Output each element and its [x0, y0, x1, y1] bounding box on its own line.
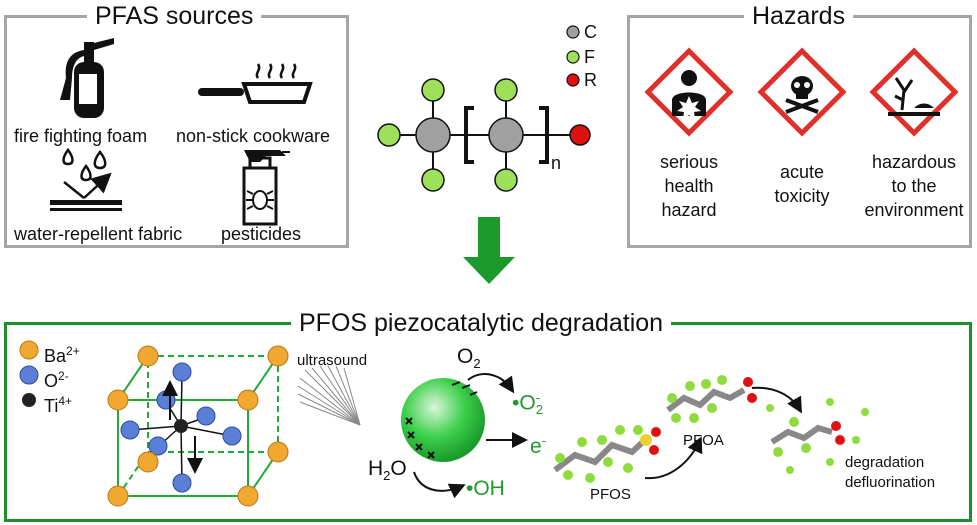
- pfoa-label: PFOA: [683, 432, 724, 449]
- degraded-fragments: [766, 398, 869, 474]
- fluorine-atom: [377, 123, 401, 147]
- fluorine-atom: [494, 78, 518, 102]
- legend-r: R: [584, 70, 597, 90]
- legend-c-dot: [566, 25, 580, 39]
- superoxide-label: •O-2: [512, 390, 543, 417]
- pfos-molecule: [553, 425, 661, 483]
- legend-f-dot: [566, 50, 580, 64]
- r-group-atom: [569, 124, 591, 146]
- legend-o-dot: [19, 365, 39, 385]
- repeat-subscript: n: [551, 153, 562, 173]
- catalyst-particle: [401, 378, 485, 462]
- titanium-ion: [174, 419, 188, 433]
- down-arrow-icon: [463, 217, 515, 284]
- legend-ti: Ti4+: [44, 394, 73, 416]
- fluorine-atom: [421, 78, 445, 102]
- ultrasound-icon: [297, 365, 361, 426]
- spray-bottle-icon: [242, 150, 290, 226]
- pfoa-molecule: [666, 375, 757, 423]
- legend-ba-dot: [19, 340, 39, 360]
- legend-f: F: [584, 47, 595, 67]
- source-fire-fighting-foam: fire fighting foam: [14, 126, 148, 146]
- barium-ions: [107, 345, 289, 507]
- carbon-atom: [488, 117, 524, 153]
- skull-icon: [757, 47, 847, 137]
- legend-c: C: [584, 22, 597, 42]
- source-non-stick-cookware: non-stick cookware: [176, 126, 331, 146]
- source-pesticides: pesticides: [221, 224, 302, 244]
- defluorination-label: defluorination: [845, 474, 936, 491]
- fluorine-atom: [421, 168, 445, 192]
- source-water-repellent-fabric: water-repellent fabric: [14, 224, 183, 244]
- environment-hazard-icon: [869, 47, 959, 137]
- legend-r-dot: [566, 73, 580, 87]
- hazards-title: Hazards: [744, 2, 854, 30]
- fire-extinguisher-icon: [60, 38, 114, 118]
- degradation-label: degradation: [845, 454, 925, 471]
- oxygen-label: O2: [457, 345, 481, 372]
- water-label: H2O: [368, 457, 407, 484]
- ultrasound-label: ultrasound: [297, 352, 368, 369]
- legend-ti-dot: [22, 393, 36, 407]
- pfas-structure: [377, 25, 591, 192]
- electron-label: e-: [530, 433, 547, 458]
- frying-pan-icon: [198, 63, 313, 104]
- health-hazard-icon: [644, 47, 734, 137]
- legend-ba: Ba2+: [44, 344, 80, 366]
- degradation-title: PFOS piezocatalytic degradation: [291, 309, 672, 337]
- legend-o: O2-: [44, 369, 69, 391]
- sources-title: PFAS sources: [87, 2, 262, 30]
- hydroxyl-label: •OH: [466, 477, 505, 500]
- pfos-label: PFOS: [590, 486, 631, 503]
- water-repellent-icon: [50, 147, 122, 211]
- surface-charges: [405, 381, 478, 459]
- fluorine-atom: [494, 168, 518, 192]
- carbon-atom: [415, 117, 451, 153]
